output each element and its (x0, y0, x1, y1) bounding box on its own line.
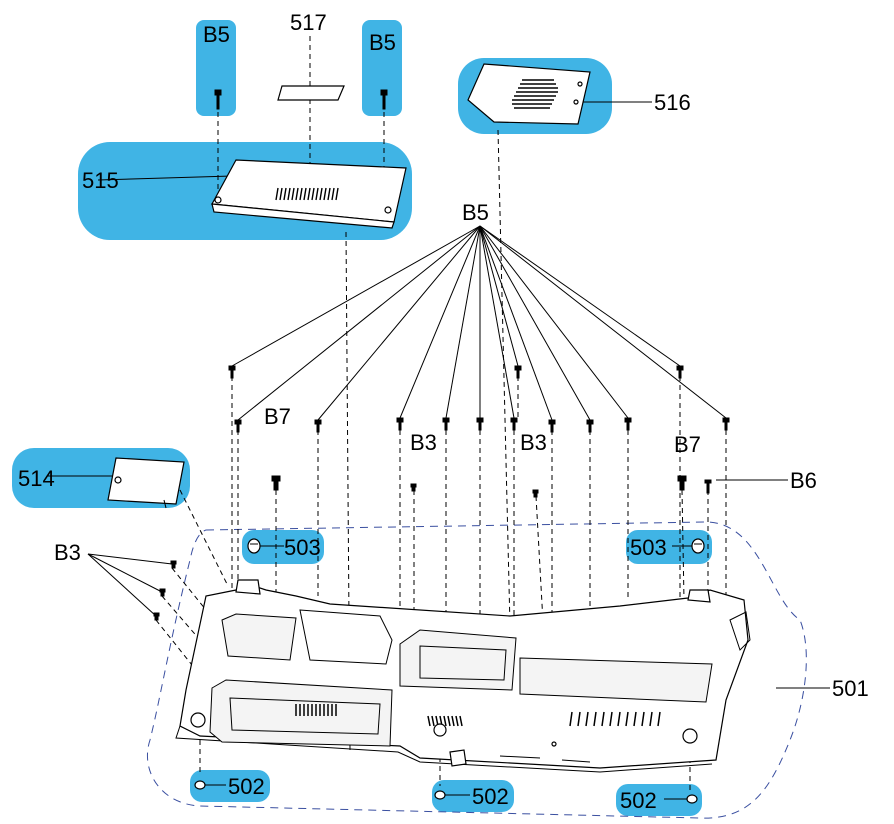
label-515: 515 (82, 168, 119, 193)
highlight-502-mid (432, 780, 514, 812)
b5-leader-lines (231, 225, 727, 421)
label-b3-mid-right: B3 (520, 430, 547, 455)
highlight-502-left (190, 770, 270, 802)
highlight-502-right (616, 784, 702, 816)
assembly-dashed-lines (155, 36, 727, 790)
assembly-outline-501 (146, 521, 807, 819)
highlight-503-left (242, 530, 324, 564)
screws (153, 89, 730, 621)
leader-lines (48, 101, 830, 800)
label-516: 516 (654, 90, 691, 115)
label-b7-left: B7 (264, 404, 291, 429)
highlight-b5-top-left (196, 20, 236, 116)
part-517-label (277, 85, 345, 101)
label-517: 517 (290, 10, 327, 35)
label-b3-left: B3 (54, 540, 81, 565)
label-b5-center: B5 (462, 200, 489, 225)
label-b5-top-left: B5 (203, 22, 230, 47)
label-b5-top-right: B5 (369, 30, 396, 55)
label-b3-mid-left: B3 (410, 430, 437, 455)
highlight-503-right (626, 530, 712, 564)
part-501-base-chassis (175, 579, 751, 773)
highlight-b5-top-right (362, 20, 402, 116)
label-b6: B6 (790, 468, 817, 493)
label-502-right: 502 (620, 788, 657, 813)
label-b7-right: B7 (674, 432, 701, 457)
label-503-right: 503 (630, 535, 667, 560)
label-502-left: 502 (228, 774, 265, 799)
label-501: 501 (832, 676, 869, 701)
label-502-mid: 502 (472, 784, 509, 809)
rubber-feet (194, 538, 705, 804)
label-514: 514 (18, 466, 55, 491)
part-516-cover (467, 63, 591, 125)
part-515-cover (211, 159, 407, 229)
part-514-door (107, 457, 185, 509)
label-503-left: 503 (284, 535, 321, 560)
